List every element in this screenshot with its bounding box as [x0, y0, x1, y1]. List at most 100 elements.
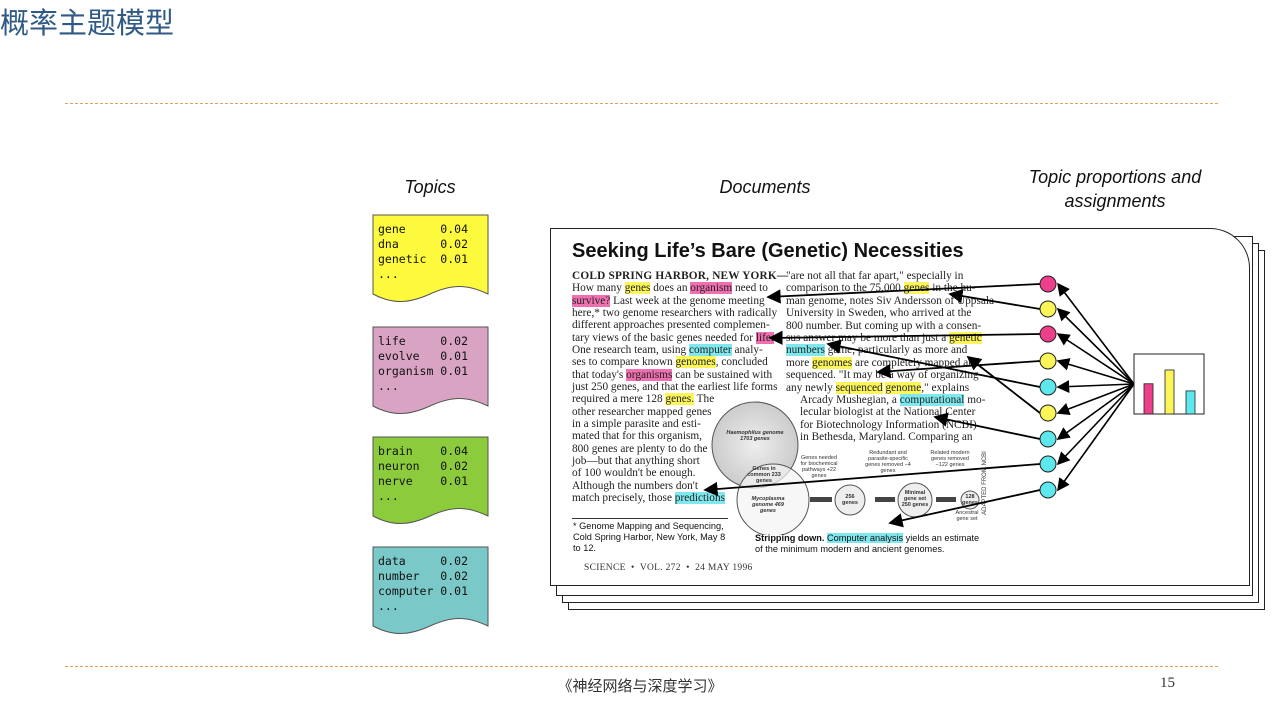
figure-label: Mycoplasma genome 469 genes: [751, 496, 785, 514]
article-line: How many genes does an organism need to: [572, 282, 768, 295]
article-line: numbers game, particularly as more and: [786, 344, 968, 357]
text-run: Arcady Mushegian, a: [800, 394, 900, 406]
figure-arrow: [936, 497, 956, 502]
article-line: comparison to the 75,000 genes in the hu…: [786, 282, 976, 295]
article-line: mated that for this organism,: [572, 430, 702, 442]
page-number: 15: [1160, 675, 1175, 691]
topic-card: brain 0.04 neuron 0.02 nerve 0.01 ...: [372, 436, 489, 524]
topic-card: life 0.02 evolve 0.01 organism 0.01 ...: [372, 326, 489, 414]
text-run: in Bethesda, Maryland. Comparing an: [800, 431, 973, 444]
text-run: can be sustained with: [672, 368, 773, 381]
text-run: mo-: [964, 394, 986, 406]
text-run: does an: [650, 282, 691, 295]
figure-arrow: [875, 497, 895, 502]
caption-highlight: Computer analysis: [826, 533, 904, 543]
proportions-header: Topic proportions and assignments: [1028, 167, 1202, 211]
text-run: sequenced. "It may be a way of organizin…: [786, 369, 979, 382]
article-line: more genomes are completely mapped and: [786, 356, 980, 369]
highlighted-word: computer: [689, 343, 732, 356]
text-run: just 250 genes, and that the earliest li…: [572, 380, 778, 393]
topic-words: life 0.02 evolve 0.01 organism 0.01 ...: [378, 334, 469, 393]
topic-words: gene 0.04 dna 0.02 genetic 0.01 ...: [378, 222, 469, 281]
caption-bold: Stripping down.: [755, 533, 825, 543]
text-run: mated that for this organism,: [572, 430, 702, 443]
text-run: 800 genes are plenty to do the: [572, 442, 708, 455]
text-run: COLD SPRING HARBOR, NEW YORK—: [572, 270, 789, 282]
topic-card: gene 0.04 dna 0.02 genetic 0.01 ...: [372, 214, 489, 302]
figure-label: Genes in common 233 genes: [747, 466, 781, 484]
footnote: * Genome Mapping and Sequencing, Cold Sp…: [573, 521, 726, 553]
article-line: tary views of the basic genes needed for…: [572, 331, 774, 344]
topic-card: data 0.02 number 0.02 computer 0.01 ...: [372, 546, 489, 634]
text-run: 800 number. But coming up with a consen-: [786, 319, 982, 332]
text-run: need to: [732, 282, 768, 295]
article-line: COLD SPRING HARBOR, NEW YORK—: [572, 270, 788, 282]
text-run: , concluded: [715, 356, 768, 369]
figure-caption: Stripping down. Computer analysis yields…: [755, 533, 980, 555]
documents-header: Documents: [719, 177, 811, 197]
article-line: match precisely, those predictions: [572, 491, 725, 504]
figure-label: 256 genes: [842, 494, 858, 506]
text-run: analy-: [731, 343, 763, 356]
figure-label: 128 genes: [962, 494, 978, 506]
highlighted-word: organisms: [626, 368, 673, 381]
topics-header: Topics: [404, 177, 456, 197]
topic-card-shape: [372, 326, 489, 414]
footer-text: 《神经网络与深度学习》: [557, 677, 723, 695]
highlighted-word: numbers: [786, 344, 825, 357]
text-run: How many: [572, 282, 625, 295]
article-line: sequenced. "It may be a way of organizin…: [786, 369, 979, 381]
highlighted-word: genetic: [949, 332, 982, 344]
figure-arrow: [810, 497, 832, 502]
highlighted-word: genes.: [665, 393, 695, 406]
caption-text: yields an estimate of the minimum modern…: [755, 533, 980, 554]
article-line: job—but that anything short: [572, 455, 700, 467]
text-run: for Biotechnology Information (NCBI): [800, 418, 977, 431]
article-line: ses to compare known genomes, concluded: [572, 356, 768, 369]
topic-words: data 0.02 number 0.02 computer 0.01 ...: [378, 554, 469, 613]
topic-card-shape: [372, 436, 489, 524]
text-run: here,* two genome researchers with radic…: [572, 306, 778, 319]
text-run: man genome, notes Siv Andersson of Uppsa…: [786, 294, 995, 307]
article-line: 800 genes are plenty to do the: [572, 443, 708, 455]
highlighted-word: genes: [624, 282, 651, 295]
highlighted-word: survive?: [572, 294, 611, 307]
text-run: "are not all that far apart," especially…: [786, 270, 964, 282]
topic-words: brain 0.04 neuron 0.02 nerve 0.01 ...: [378, 444, 469, 503]
article-line: "are not all that far apart," especially…: [786, 270, 963, 282]
text-run: lecular biologist at the National Center: [800, 406, 976, 419]
header-divider: [65, 103, 1218, 104]
figure-label: Ancestral gene set: [955, 510, 979, 522]
text-run: any newly: [786, 381, 836, 394]
highlighted-word: genome: [885, 381, 922, 394]
text-run: One research team, using: [572, 343, 690, 356]
text-run: The: [694, 393, 715, 406]
text-run: in a simple parasite and esti-: [572, 417, 701, 430]
text-run: Although the numbers don't: [572, 479, 698, 492]
article-line: man genome, notes Siv Andersson of Uppsa…: [786, 295, 994, 307]
article-line: that today's organisms can be sustained …: [572, 368, 773, 381]
text-run: match precisely, those: [572, 491, 675, 504]
text-run: game, particularly as more and: [824, 344, 968, 357]
text-run: in the hu-: [929, 282, 976, 295]
figure-label: Minimal gene set 250 genes: [901, 490, 929, 508]
article-line: just 250 genes, and that the earliest li…: [572, 381, 777, 393]
highlighted-word: sequenced: [835, 381, 883, 394]
text-run: job—but that anything short: [572, 454, 700, 467]
article-line: required a mere 128 genes. The: [572, 393, 715, 406]
footer-divider: [65, 666, 1218, 667]
figure-label: Redundant and parasite-specific genes re…: [865, 450, 911, 474]
article-line: here,* two genome researchers with radic…: [572, 307, 777, 319]
slide-title: 概率主题模型: [0, 6, 175, 40]
article-line: 800 number. But coming up with a consen-: [786, 320, 981, 332]
highlighted-word: genomes: [675, 356, 716, 369]
text-run: Last week at the genome meeting: [610, 294, 765, 307]
figure-label: Related modern genes removed −122 genes: [930, 450, 970, 468]
figure-credit: ADAPTED FROM NCBI: [982, 451, 988, 515]
article-line: any newly sequenced genome," explains: [786, 381, 969, 394]
text-run: that today's: [572, 368, 627, 381]
topic-card-shape: [372, 546, 489, 634]
article-line: University in Sweden, who arrived at the: [786, 307, 971, 319]
article-headline: Seeking Life’s Bare (Genetic) Necessitie…: [572, 240, 964, 262]
highlighted-word: genomes: [812, 356, 853, 369]
